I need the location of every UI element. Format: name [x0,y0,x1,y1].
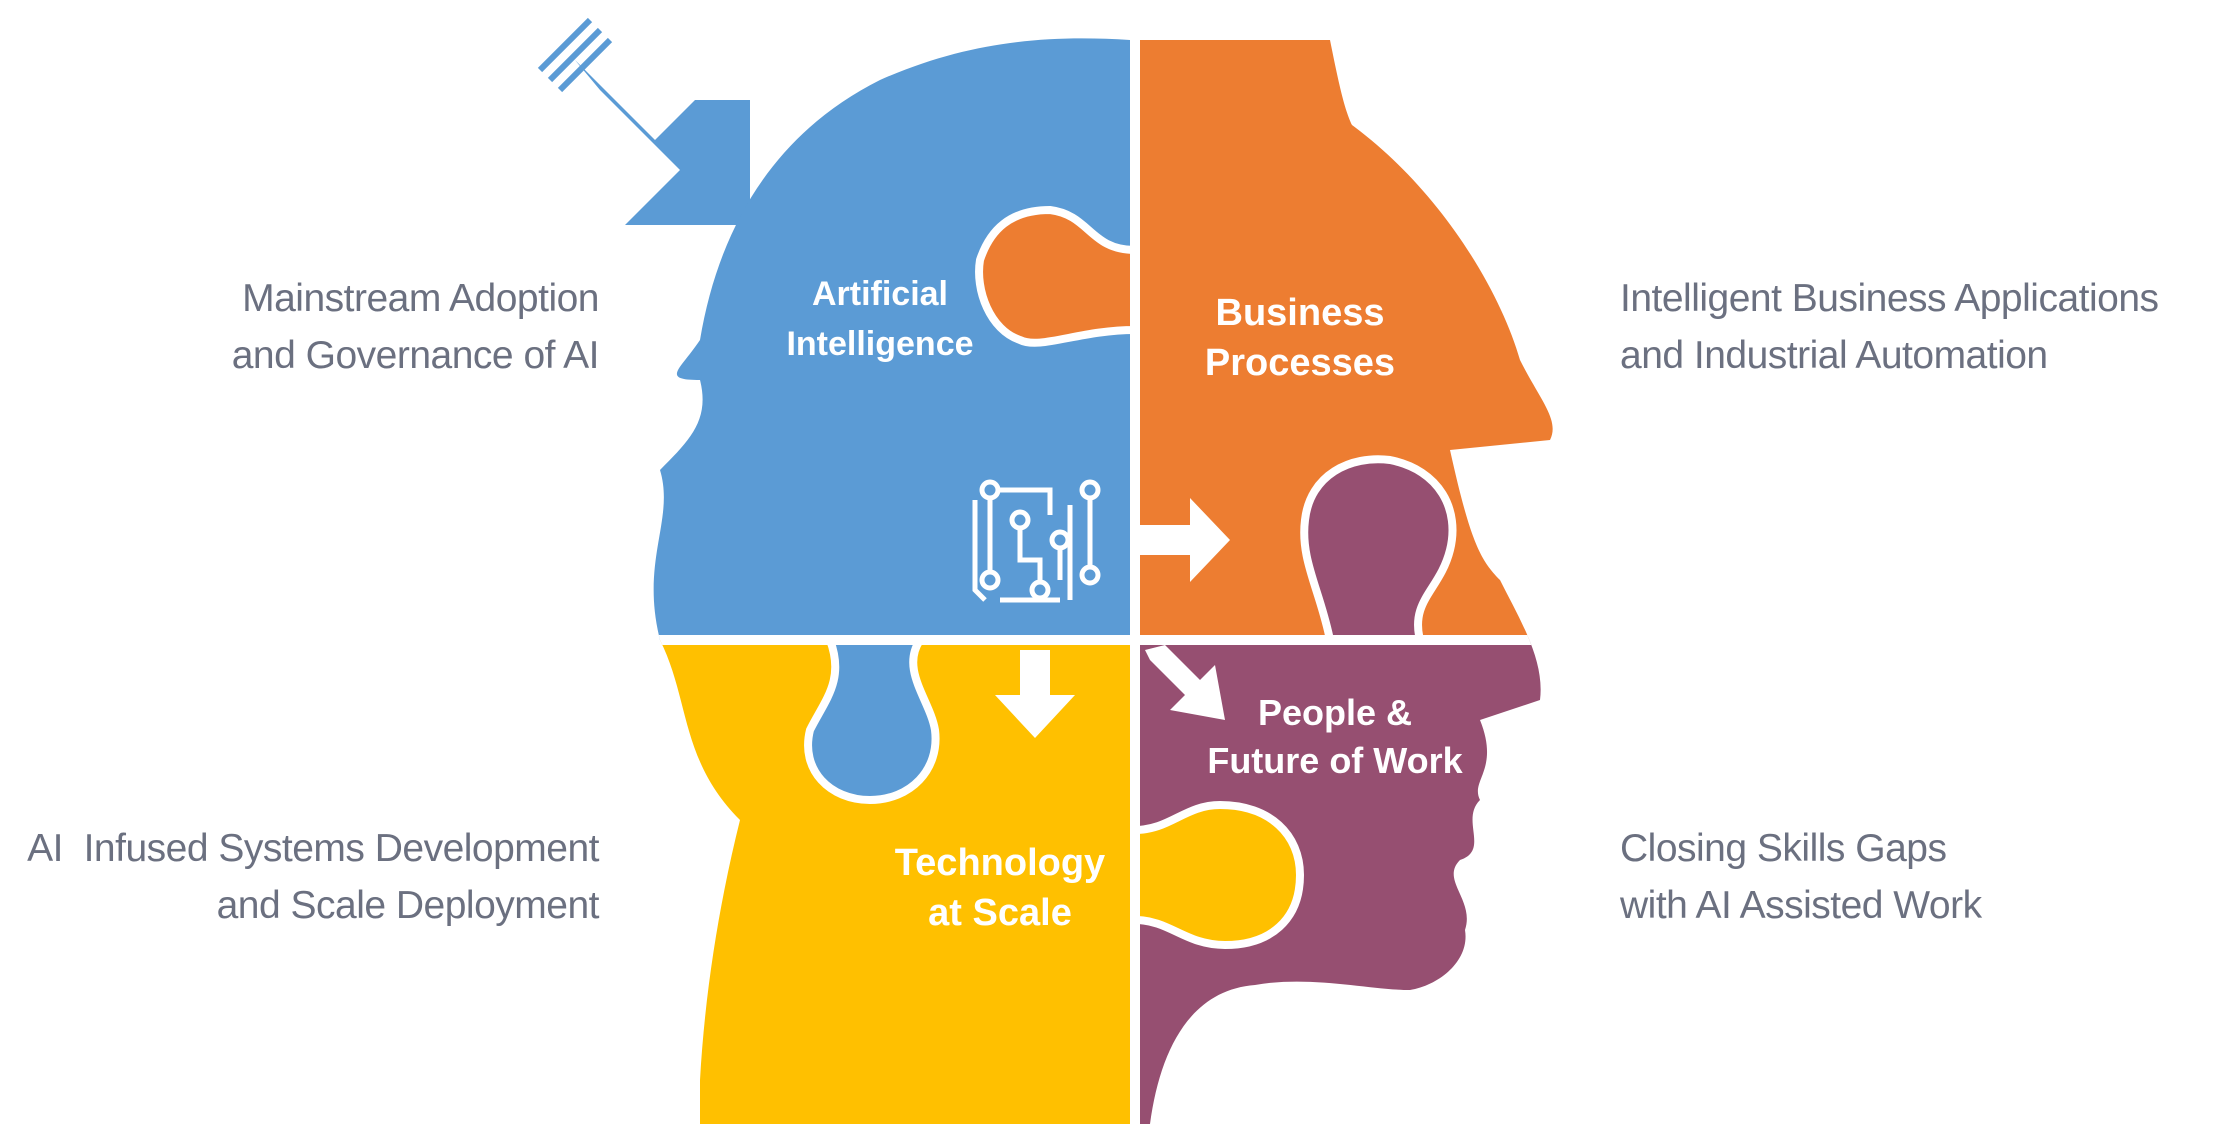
people-title-line2: Future of Work [1207,740,1463,781]
people-title-line1: People & [1258,692,1412,733]
label-bottom-right-line2: with AI Assisted Work [1620,884,1982,927]
technology-title-line2: at Scale [928,892,1072,934]
technology-title-line1: Technology [895,842,1105,884]
label-bottom-right-line1: Closing Skills Gaps [1620,827,1947,870]
label-bottom-right: Closing Skills Gaps with AI Assisted Wor… [1620,820,1982,934]
label-bottom-left-line2: and Scale Deployment [216,884,600,927]
arrow-diagonal-icon [1145,645,1225,720]
business-title-line2: Processes [1205,342,1395,384]
ai-title-line2: Intelligence [786,325,973,363]
label-top-left-line1: Mainstream Adoption [242,277,599,320]
label-bottom-left: AI Infused Systems Development and Scale… [27,820,599,934]
circuit-icon [972,479,1101,603]
knob-ai [804,636,940,805]
label-top-right-line2: and Industrial Automation [1620,334,2048,377]
knob-people [1300,455,1457,644]
business-title-line1: Business [1216,292,1385,334]
knob-technology [1131,800,1305,950]
entry-arrow-icon [537,17,750,225]
label-top-left-line2: and Governance of AI [231,334,600,377]
label-top-left: Mainstream Adoption and Governance of AI [231,270,600,384]
knob-business [975,205,1139,347]
arrow-right-icon [1140,498,1230,582]
label-top-right: Intelligent Business Applications and In… [1620,270,2159,384]
label-bottom-left-line1: AI Infused Systems Development [27,827,599,870]
arrow-down-icon [995,650,1075,738]
label-top-right-line1: Intelligent Business Applications [1620,277,2159,320]
ai-title-line1: Artificial [812,275,948,313]
